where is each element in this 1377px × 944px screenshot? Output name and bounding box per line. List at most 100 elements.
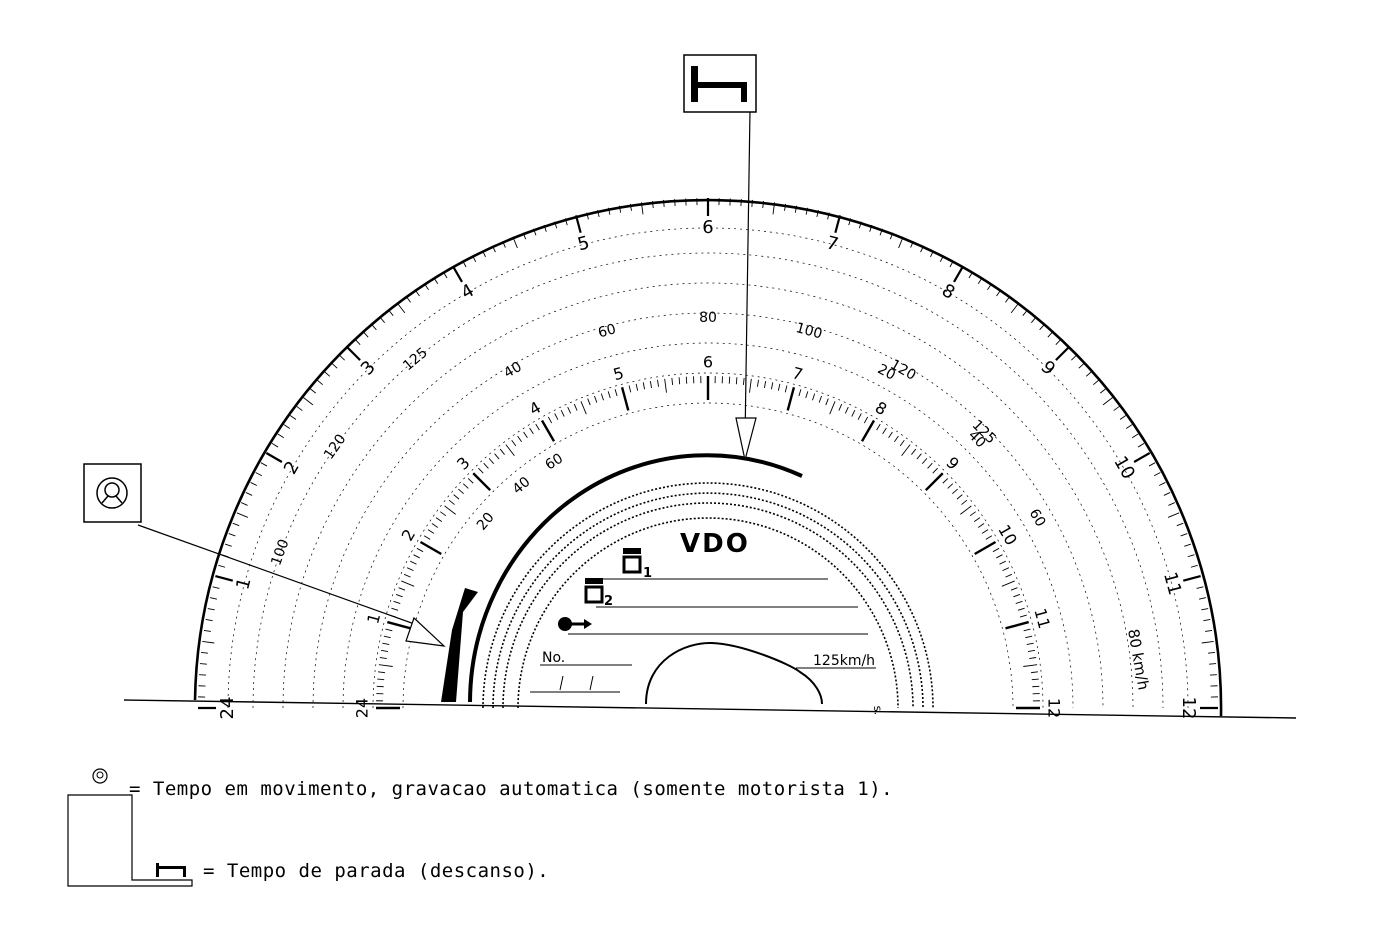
- speed-label: 125: [400, 345, 431, 374]
- driver-2-label: 2: [604, 594, 613, 609]
- inner-tick: [439, 511, 447, 517]
- outer-tick: [1131, 433, 1139, 439]
- inner-tick: [1005, 620, 1029, 630]
- inner-tick: [401, 580, 415, 587]
- inner-tick: [876, 423, 881, 431]
- inner-tick: [649, 380, 653, 389]
- center-hole: [645, 641, 823, 705]
- inner-tick: [620, 387, 630, 411]
- inner-tick: [742, 377, 745, 385]
- outer-speed-unit: 80 km/h: [1124, 628, 1152, 692]
- outer-tick: [1133, 452, 1151, 463]
- outer-tick: [1168, 502, 1175, 506]
- inner-tick: [911, 448, 917, 455]
- inner-tick: [410, 560, 417, 565]
- inner-tick: [932, 467, 938, 474]
- small-mark: s.: [871, 705, 885, 715]
- hour-label: 11: [1159, 570, 1185, 598]
- dotted-ring: [252, 252, 1164, 709]
- legend-driving-text: = Tempo em movimento, gravacao automatic…: [129, 778, 894, 800]
- dotted-ring: [227, 227, 1189, 709]
- hour-label: 10: [994, 521, 1021, 548]
- outer-tick: [215, 574, 234, 582]
- inner-tick: [818, 395, 822, 403]
- inner-tick: [1031, 678, 1039, 681]
- legend-steering-wheel-icon: [92, 768, 108, 784]
- inner-tick: [380, 649, 389, 653]
- outer-tick: [1153, 472, 1161, 477]
- inner-tick: [1031, 671, 1039, 674]
- dotted-ring: [342, 342, 1074, 709]
- outer-tick: [397, 303, 406, 314]
- inner-tick: [431, 523, 439, 528]
- speed-label: 60: [543, 451, 567, 474]
- outer-tick: [224, 543, 232, 547]
- inner-tick: [385, 628, 393, 632]
- speed-label: 100: [268, 537, 292, 568]
- inner-tick: [960, 505, 972, 515]
- speed-label: 20: [875, 361, 898, 383]
- center-dotted-ring: [502, 502, 914, 709]
- hour-label: 24: [217, 697, 238, 720]
- speed-label: 20: [474, 510, 498, 534]
- inner-tick: [567, 406, 572, 414]
- inner-tick: [942, 478, 949, 484]
- inner-tick: [511, 439, 517, 447]
- driving-record-bar: [441, 588, 478, 702]
- inner-tick: [1026, 642, 1034, 646]
- outer-tick: [1113, 406, 1120, 411]
- outer-tick: [255, 472, 263, 477]
- inner-tick: [377, 678, 385, 681]
- outer-tick: [1198, 597, 1207, 600]
- key-icon: [558, 617, 592, 631]
- hour-label: 7: [790, 363, 805, 384]
- inner-tick: [1005, 573, 1013, 578]
- dotted-ring: [282, 282, 1134, 709]
- outer-tick: [1100, 388, 1107, 394]
- outer-tick: [363, 331, 369, 338]
- inner-tick: [535, 423, 540, 431]
- inner-tick: [735, 377, 738, 385]
- inner-tick: [488, 458, 495, 464]
- outer-tick: [953, 265, 964, 283]
- outer-tick: [1055, 346, 1070, 361]
- outer-tick: [232, 522, 240, 527]
- speed-label: 40: [501, 359, 524, 382]
- inner-tick: [829, 401, 836, 415]
- inner-tick: [1019, 614, 1027, 618]
- inner-tick: [657, 379, 660, 387]
- outer-tick: [339, 355, 345, 361]
- inner-tick: [594, 395, 598, 403]
- hour-label: 7: [824, 232, 840, 255]
- inner-tick: [961, 499, 968, 505]
- hour-label: 4: [458, 280, 478, 304]
- inner-tick: [403, 573, 411, 578]
- inner-tick: [973, 517, 981, 522]
- inner-tick: [784, 385, 788, 393]
- inner-tick: [444, 505, 456, 515]
- outer-tick: [1182, 574, 1201, 582]
- inner-tick: [453, 494, 460, 500]
- outer-tick: [296, 406, 303, 411]
- center-arc: [468, 453, 803, 703]
- outer-tick: [1137, 443, 1145, 448]
- inner-tick: [947, 483, 954, 489]
- inner-tick: [472, 472, 492, 492]
- inner-tick: [1029, 657, 1037, 660]
- outer-tick: [1047, 331, 1053, 338]
- outer-tick: [303, 397, 314, 406]
- inner-tick: [763, 380, 767, 389]
- hour-label: 8: [938, 280, 958, 304]
- driver-1-icon: [622, 548, 642, 574]
- outer-tick: [218, 564, 226, 568]
- driving-callout-box: [83, 463, 142, 523]
- inner-tick: [427, 529, 435, 534]
- inner-tick: [894, 435, 899, 443]
- outer-tick: [1085, 371, 1092, 377]
- inner-tick: [458, 488, 464, 495]
- outer-tick: [250, 482, 258, 486]
- inner-tick: [956, 494, 963, 500]
- hour-label: 9: [942, 453, 963, 474]
- inner-tick: [379, 657, 387, 660]
- inner-tick: [573, 403, 578, 411]
